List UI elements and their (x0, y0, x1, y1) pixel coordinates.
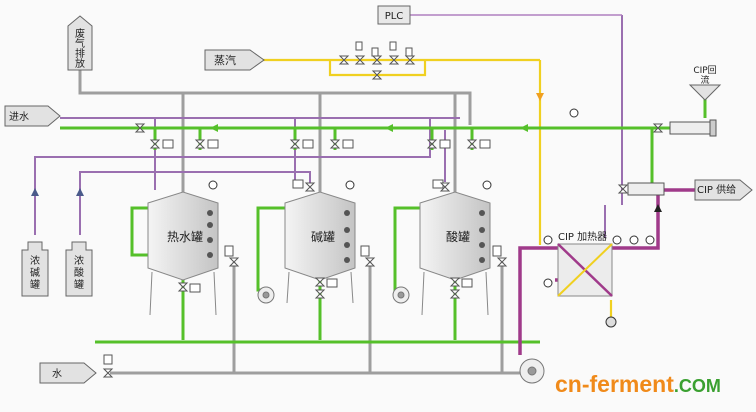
watermark-part2: .COM (674, 376, 721, 396)
label-boxes (4, 5, 753, 384)
acid-pump (392, 286, 410, 304)
cip-return-label: CIP回流 (692, 66, 718, 86)
steam-label: 蒸汽 (214, 53, 236, 67)
acid-tank (419, 191, 491, 316)
pipe-network (34, 14, 707, 375)
water-header-valves (134, 123, 491, 149)
steam-valves (338, 41, 416, 80)
hot-water-tank-label: 热水罐 (167, 230, 203, 244)
alkali-tank-label: 碱罐 (311, 230, 335, 244)
conc-acid-text: 浓酸罐 (74, 256, 84, 291)
level-sensors (207, 210, 485, 263)
alkali-pump (257, 286, 275, 304)
water-label: 水 (52, 368, 62, 380)
conc-acid-tank-label: 浓酸罐 (71, 256, 87, 292)
hot-water-tank (147, 191, 219, 316)
tank-group (147, 191, 491, 316)
conc-alkali-tank-label: 浓碱罐 (27, 256, 43, 292)
steam-lines (262, 58, 613, 320)
cip-heater-label: CIP 加热器 (558, 230, 607, 243)
acid-tank-label: 酸罐 (446, 229, 470, 244)
exhaust-text: 废气排放 (75, 29, 85, 70)
cip-return-valve (652, 119, 717, 137)
flow-arrows (31, 93, 662, 212)
cip-return-text: CIP回流 (693, 66, 717, 86)
tank-bottom-valves (177, 245, 508, 299)
alkali-tank (284, 191, 356, 304)
text-labels: PLC 蒸汽 进水 热水罐 碱罐 酸罐 CIP 加热器 CIP 供给 水 (9, 11, 736, 380)
process-lines (78, 68, 520, 375)
cip-supply-label: CIP 供给 (697, 183, 736, 196)
exhaust-label: 废气排放 (73, 30, 87, 70)
cip-supply-valve (617, 182, 665, 196)
water-inlet-valve (102, 354, 114, 378)
pumps (257, 286, 545, 384)
watermark-logo: cn-ferment.COM (555, 371, 721, 397)
plc-label: PLC (385, 11, 404, 22)
tank-top-valves (292, 179, 451, 192)
pressure-gauges (208, 108, 655, 328)
conc-alkali-text: 浓碱罐 (30, 256, 40, 291)
water-in-label: 进水 (9, 111, 29, 123)
watermark-part1: cn-ferment (555, 371, 674, 397)
main-return-pump (519, 358, 545, 384)
cip-heater (557, 243, 613, 297)
valves (102, 41, 717, 378)
